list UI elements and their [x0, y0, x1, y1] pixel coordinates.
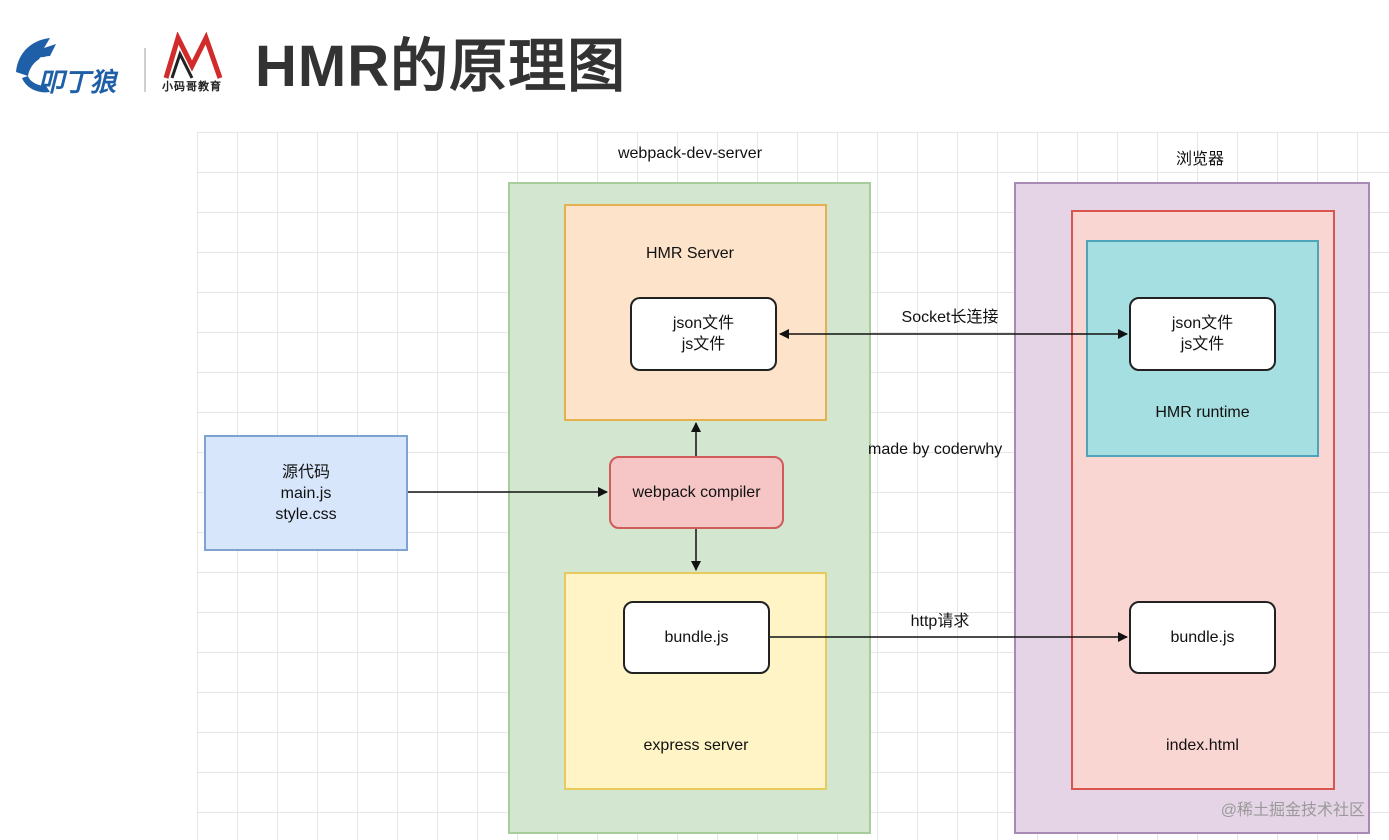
- socket-connection-label: Socket长连接: [901, 309, 999, 326]
- xiaomage-logo: [148, 31, 238, 98]
- http-request-label: http请求: [910, 613, 970, 630]
- m-logo-icon: [163, 31, 223, 79]
- webpack-dev-server-label: webpack-dev-server: [617, 145, 763, 162]
- index-bundle-node: bundle.js: [1129, 601, 1276, 674]
- hmr-runtime-file-node: json文件 js文件: [1129, 297, 1276, 371]
- webpack-compiler-node: webpack compiler: [609, 456, 784, 529]
- page-title: HMR的原理图: [255, 34, 627, 99]
- wolf-logo-icon: [16, 38, 56, 93]
- express-bundle-label: bundle.js: [664, 629, 729, 646]
- express-server-title: express server: [643, 737, 749, 754]
- source-code-box: 源代码 main.js style.css: [204, 435, 408, 551]
- hmr-runtime-file-line2: js文件: [1180, 336, 1225, 353]
- index-bundle-label: bundle.js: [1170, 629, 1235, 646]
- browser-label: 浏览器: [1175, 151, 1224, 168]
- watermark: @稀土掘金技术社区: [1220, 802, 1365, 819]
- codewhy-logo: 叩丁狼: [10, 32, 140, 102]
- hmr-server-file-node: json文件 js文件: [630, 297, 777, 371]
- logo-wolf-text: 叩丁狼: [38, 67, 117, 97]
- hmr-server-file-line1: json文件: [672, 315, 735, 332]
- express-bundle-node: bundle.js: [623, 601, 770, 674]
- hmr-runtime-file-line1: json文件: [1171, 315, 1234, 332]
- index-html-title: index.html: [1166, 737, 1239, 754]
- logo-divider: [144, 48, 146, 92]
- source-line3: style.css: [275, 505, 337, 523]
- xiaomage-logo-text: 小码哥教育: [162, 81, 222, 93]
- source-line1: 源代码: [281, 463, 330, 481]
- hmr-server-file-line2: js文件: [681, 336, 726, 353]
- hmr-server-title: HMR Server: [645, 245, 734, 262]
- source-line2: main.js: [280, 484, 332, 502]
- credit-text: made by coderwhy: [868, 441, 1003, 458]
- hmr-runtime-title: HMR runtime: [1155, 404, 1250, 421]
